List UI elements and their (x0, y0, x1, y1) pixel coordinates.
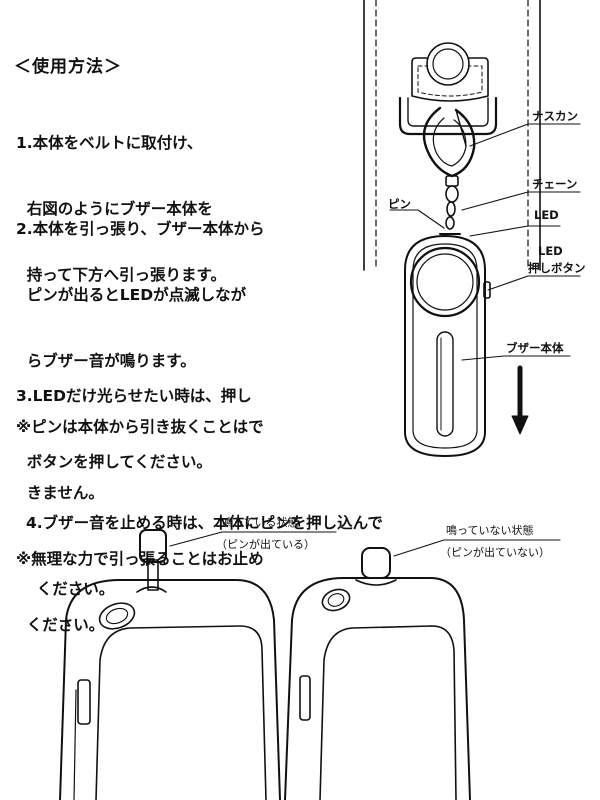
leader-lines (389, 123, 581, 361)
step-2-note: ※ピンは本体から引き抜くことはで (16, 418, 264, 436)
label-sounding-state: 鳴っている状態 (222, 516, 299, 529)
step-1-line: 1.本体をベルトに取付け、 (16, 134, 203, 152)
label-buzzer-body: ブザー本体 (506, 341, 564, 355)
step-2-note: きません。 (16, 484, 104, 502)
label-silent-sub: （ピンが出ていない） (440, 546, 550, 559)
step-4-line: ください。 (26, 580, 115, 598)
closeup-pin-out (59, 529, 337, 800)
pull-direction-arrow (511, 365, 529, 435)
label-sounding-sub: （ピンが出ている） (216, 538, 315, 551)
label-led-button-line2: 押しボタン (528, 261, 586, 275)
step-4: 4.ブザー音を止める時は、本体にピンを押し込んで ください。 (26, 468, 383, 622)
label-chain: チェーン (532, 177, 578, 191)
step-1: 1.本体をベルトに取付け、 右図のようにブザー本体を 持って下方へ引っ張ります。 (16, 88, 226, 308)
closeup-pin-in (284, 539, 561, 800)
belt (363, 0, 541, 271)
buzzer-body (404, 233, 491, 457)
label-snap-hook: ナスカン (532, 109, 578, 123)
chain (445, 175, 459, 230)
step-3-line: 3.LEDだけ光らせたい時は、押し (16, 387, 252, 405)
step-2-line: らブザー音が鳴ります。 (16, 352, 196, 370)
snap-hook (422, 106, 476, 178)
label-pin: ピン (388, 197, 411, 211)
step-2-line: 2.本体を引っ張り、ブザー本体から (16, 220, 265, 238)
belt-loop (398, 42, 498, 136)
step-2-line: ピンが出るとLEDが点滅しなが (16, 286, 247, 304)
step-3: 3.LEDだけ光らせたい時は、押し ボタンを押してください。 (16, 341, 252, 495)
label-silent-state: 鳴っていない状態 (446, 524, 534, 537)
label-led-button-line1: LED (538, 244, 563, 258)
step-2: 2.本体を引っ張り、ブザー本体から ピンが出るとLEDが点滅しなが らブザー音が… (16, 174, 265, 658)
step-1-line: 右図のようにブザー本体を (16, 200, 213, 218)
label-led: LED (534, 208, 559, 222)
step-1-line: 持って下方へ引っ張ります。 (16, 266, 226, 284)
step-4-line: 4.ブザー音を止める時は、本体にピンを押し込んで (26, 514, 383, 532)
step-3-line: ボタンを押してください。 (16, 453, 212, 471)
instructions-title: ＜使用方法＞ (14, 57, 122, 77)
